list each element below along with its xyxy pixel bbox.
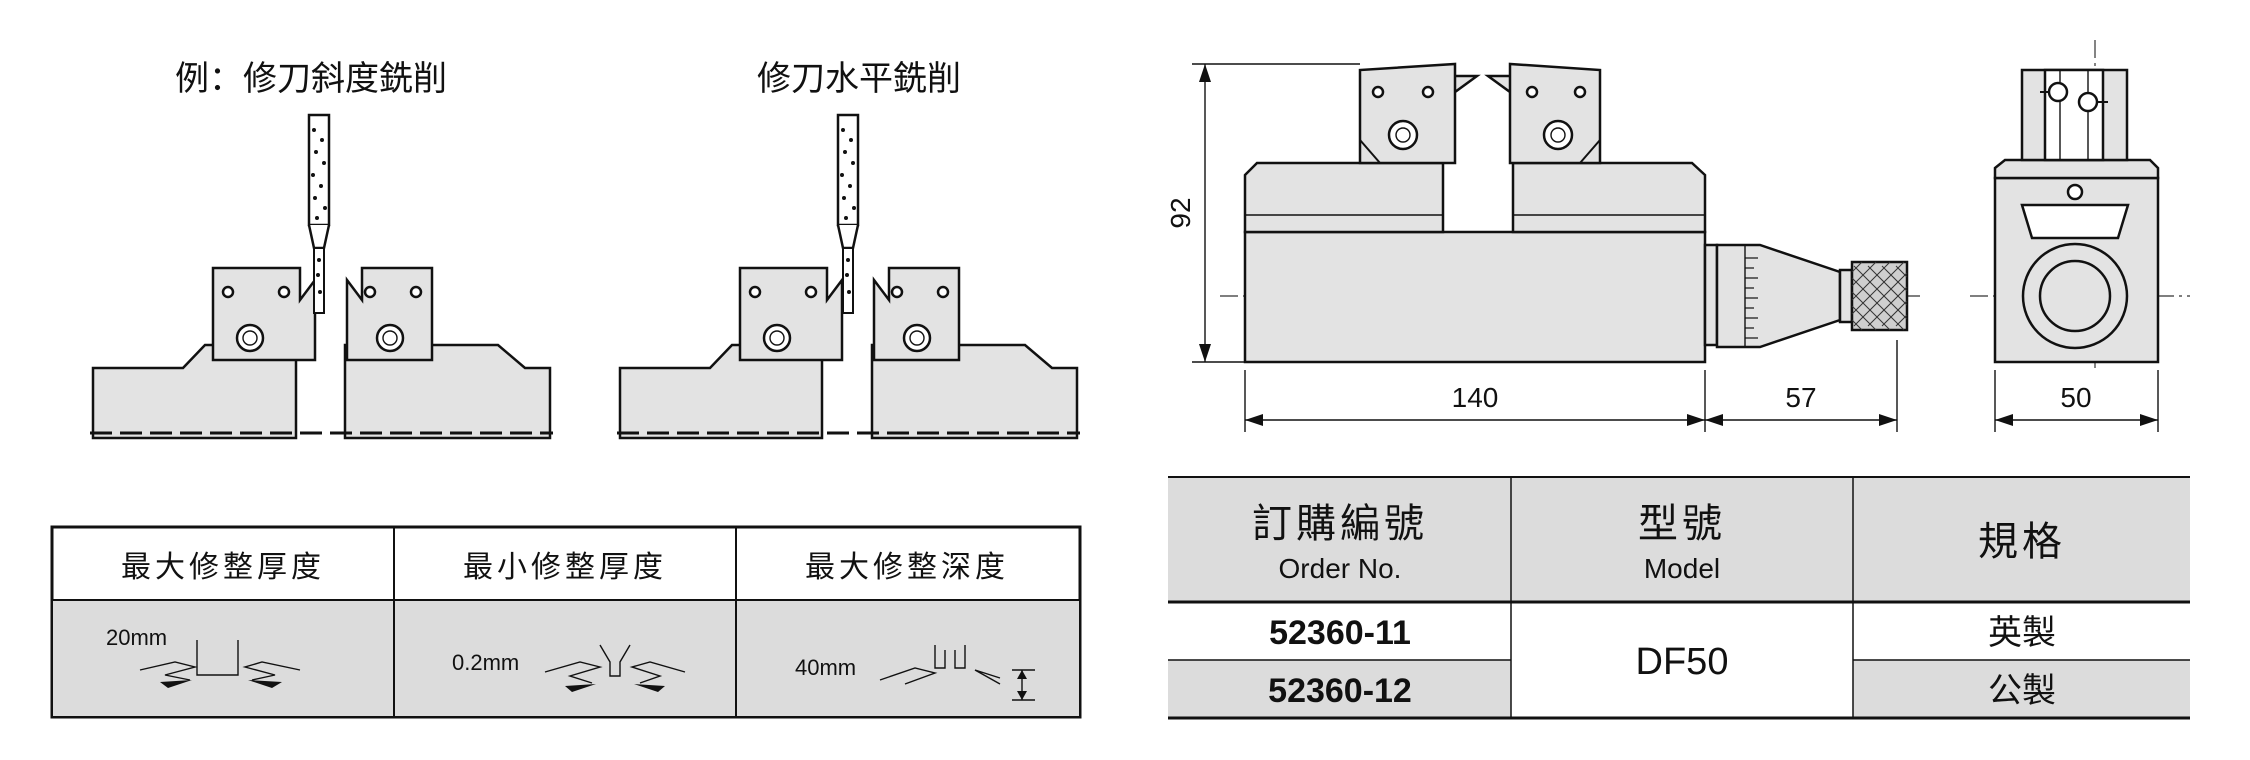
value-max-depth: 40mm xyxy=(795,655,856,680)
dimension-height: 92 xyxy=(1165,63,1360,363)
order-number-2: 52360-12 xyxy=(1268,672,1412,710)
dimension-width: 50 xyxy=(1994,370,2159,432)
dim-micrometer-label: 57 xyxy=(1785,382,1816,413)
header-max-thickness: 最大修整厚度 xyxy=(121,550,325,585)
sketch-max-depth xyxy=(879,645,1035,701)
front-view-drawing: 92 140 57 xyxy=(1165,62,1925,432)
caption-level-dressing: 修刀水平銑削 xyxy=(757,59,961,99)
dim-length-label: 140 xyxy=(1452,382,1499,413)
sketch-min-thickness xyxy=(544,644,686,692)
spec-2: 公製 xyxy=(1988,671,2056,711)
order-number-1: 52360-11 xyxy=(1269,614,1411,652)
micrometer-head xyxy=(1703,243,1909,349)
spec-1: 英製 xyxy=(1988,613,2056,653)
holder-left xyxy=(211,266,317,362)
body-lower xyxy=(1243,230,1707,364)
header-model-cn: 型號 xyxy=(1638,501,1726,547)
diagram-level-dressing: 修刀水平銑削 xyxy=(617,59,1080,440)
value-min-thickness: 0.2mm xyxy=(452,650,519,675)
side-view-drawing: 50 xyxy=(1970,40,2190,432)
dimension-length: 140 57 xyxy=(1244,340,1898,432)
milling-cutter-1 xyxy=(307,113,331,314)
milling-cutter-2 xyxy=(836,113,860,314)
dressing-capacity-table: 最大修整厚度 最小修整厚度 最大修整深度 20mm 0.2mm 40mm xyxy=(50,525,1082,719)
header-min-thickness: 最小修整厚度 xyxy=(463,550,667,585)
order-table: 訂購編號 Order No. 型號 Model 規格 52360-11 5236… xyxy=(1168,476,2190,720)
header-max-depth: 最大修整深度 xyxy=(805,550,1009,585)
model-value: DF50 xyxy=(1636,641,1729,683)
base-right xyxy=(343,343,552,440)
header-order-cn: 訂購編號 xyxy=(1252,501,1428,547)
dim-width-label: 50 xyxy=(2060,382,2091,413)
diagram-angle-dressing: 例：修刀斜度銑削 xyxy=(90,59,553,440)
side-bore-inner xyxy=(2038,259,2112,333)
caption-angle-dressing: 例：修刀斜度銑削 xyxy=(175,59,447,99)
body-upper-left xyxy=(1243,161,1445,234)
body-upper-right xyxy=(1511,161,1707,234)
header-order-en: Order No. xyxy=(1279,553,1402,584)
value-max-thickness: 20mm xyxy=(106,625,167,650)
holder-front-left xyxy=(1358,62,1481,165)
sketch-max-thickness xyxy=(139,640,301,688)
holder-front-right xyxy=(1484,62,1602,165)
header-model-en: Model xyxy=(1644,553,1720,584)
base-right-2 xyxy=(870,343,1079,440)
header-spec: 規格 xyxy=(1978,519,2066,565)
dim-height-label: 92 xyxy=(1165,197,1196,228)
